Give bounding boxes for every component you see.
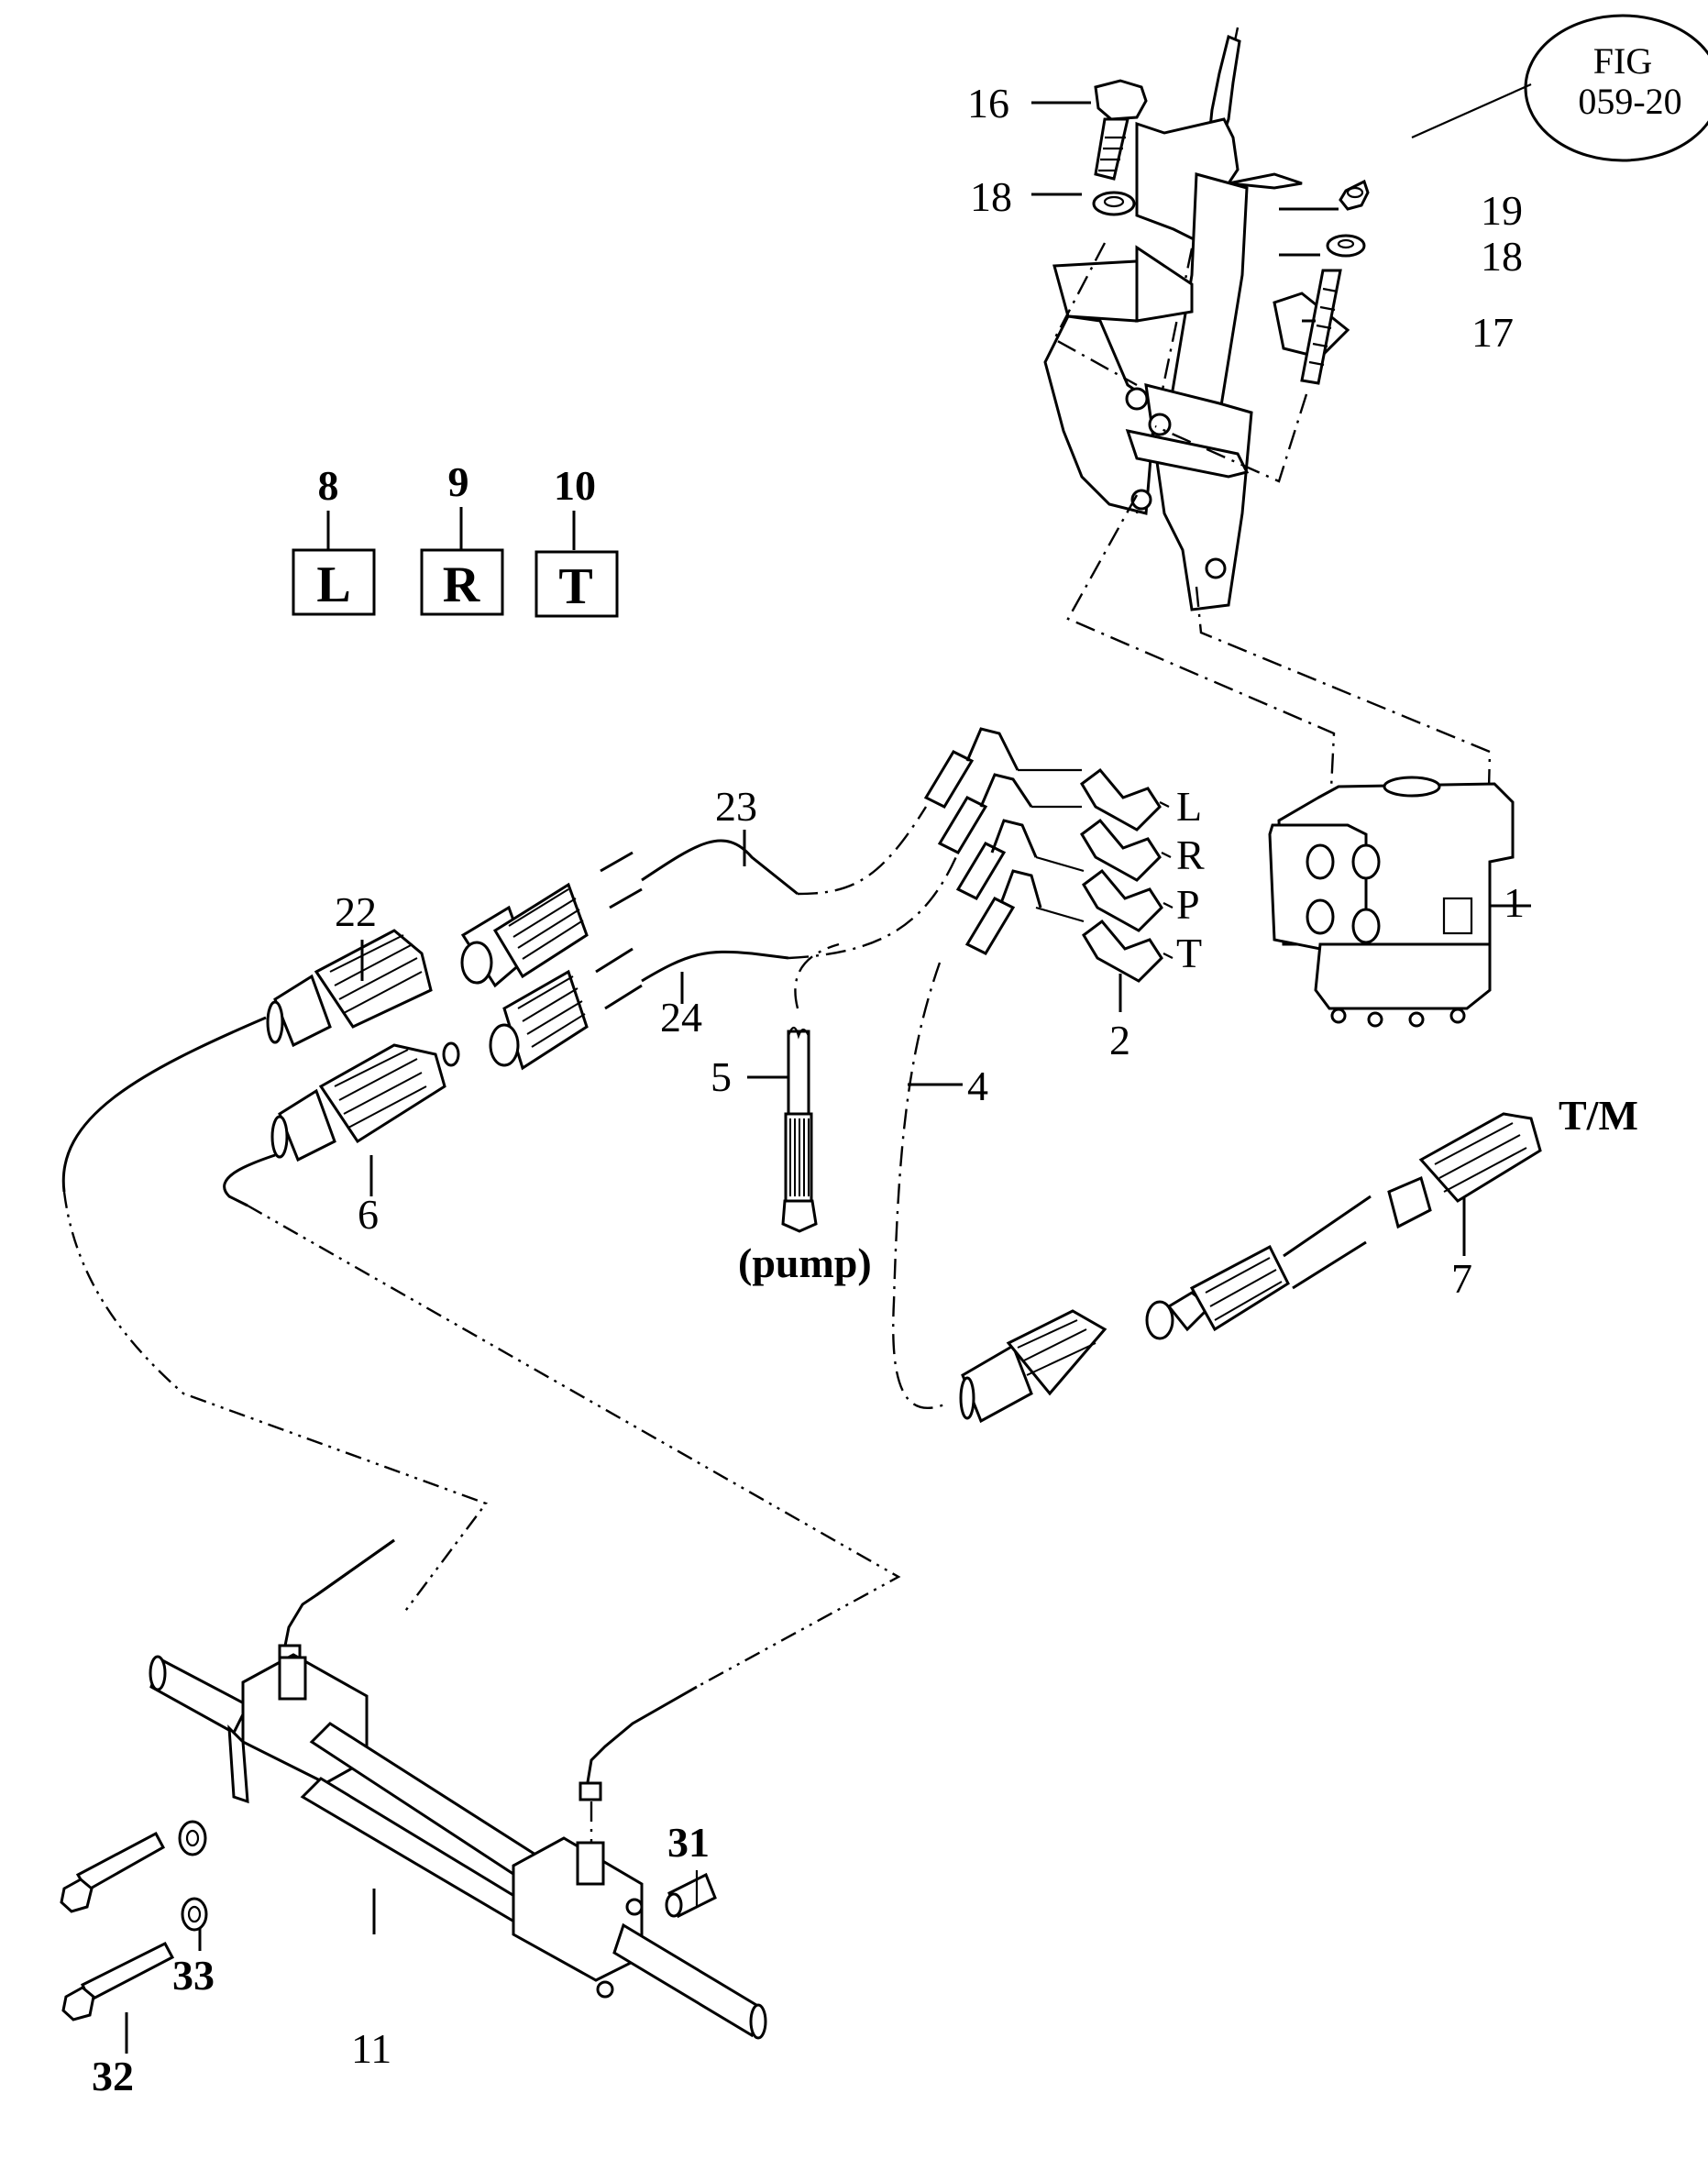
hose-24[interactable] — [489, 852, 960, 1071]
transmission-annotation: T/M — [1559, 1092, 1638, 1139]
callout-18-right[interactable]: 18 — [1481, 233, 1523, 280]
tag-letter-L: L — [316, 556, 350, 613]
figure-reference-line1: FIG — [1593, 40, 1652, 82]
callout-11[interactable]: 11 — [351, 2025, 391, 2072]
callout-10[interactable]: 10 — [554, 462, 596, 509]
steering-cylinder-11[interactable] — [149, 1653, 767, 2040]
callout-24[interactable]: 24 — [660, 994, 702, 1041]
figure-reference-line2: 059-20 — [1578, 81, 1681, 122]
steering-column — [1043, 27, 1492, 826]
callout-5[interactable]: 5 — [711, 1053, 732, 1100]
callout-18-left[interactable]: 18 — [970, 173, 1012, 220]
hose-22[interactable] — [61, 929, 488, 1614]
callout-8[interactable]: 8 — [318, 462, 339, 509]
spring-washer-18-left[interactable] — [1092, 191, 1136, 216]
adapters-2[interactable] — [1018, 767, 1163, 1008]
spring-washer-18-right[interactable] — [1326, 234, 1366, 258]
stud-17[interactable] — [1300, 269, 1342, 385]
hose-6[interactable] — [223, 1041, 901, 1689]
tag-letter-R: R — [443, 556, 480, 613]
callout-33[interactable]: 33 — [172, 1952, 215, 1999]
port-label-P: P — [1176, 881, 1200, 928]
port-label-T: T — [1176, 930, 1202, 976]
tag-letter-T: T — [558, 558, 592, 615]
hose-5[interactable] — [781, 942, 840, 1233]
adapter-L — [1018, 767, 1162, 832]
callout-22[interactable]: 22 — [335, 888, 377, 935]
callout-23[interactable]: 23 — [715, 783, 757, 830]
steering-unit-1[interactable] — [1268, 776, 1515, 1028]
hose-ends-upper — [923, 727, 1042, 955]
port-label-R: R — [1176, 832, 1205, 878]
callout-9[interactable]: 9 — [448, 458, 469, 505]
adapter-T — [1035, 906, 1163, 983]
callout-7[interactable]: 7 — [1451, 1255, 1472, 1302]
figure-reference[interactable]: FIG 059-20 — [1411, 14, 1708, 162]
cylinder-hose-left — [278, 1538, 395, 1724]
tag-8[interactable]: L — [292, 511, 376, 616]
hose-23[interactable] — [460, 806, 928, 988]
bolt-16[interactable] — [1094, 79, 1148, 181]
pin-31[interactable] — [665, 1872, 717, 1919]
callout-2[interactable]: 2 — [1109, 1017, 1130, 1063]
port-labels: L R P T — [1176, 783, 1205, 976]
callout-6[interactable]: 6 — [358, 1191, 379, 1238]
callout-32[interactable]: 32 — [92, 2053, 134, 2099]
callout-16[interactable]: 16 — [967, 80, 1009, 127]
hose-7[interactable] — [959, 1112, 1542, 1424]
callout-19[interactable]: 19 — [1481, 187, 1523, 234]
callout-17[interactable]: 17 — [1471, 309, 1514, 356]
tag-10[interactable]: T — [534, 511, 619, 618]
callouts: 1 2 4 5 6 7 8 9 10 11 16 17 18 18 19 22 … — [92, 80, 1525, 2099]
pump-annotation: (pump) — [738, 1239, 872, 1286]
callout-31[interactable]: 31 — [667, 1819, 710, 1866]
tag-9[interactable]: R — [420, 507, 504, 616]
callout-1[interactable]: 1 — [1504, 879, 1525, 926]
cylinder-bolts-32[interactable] — [60, 1831, 175, 2021]
adapter-P — [1035, 855, 1163, 932]
hose-4[interactable] — [892, 962, 950, 1409]
port-label-L: L — [1176, 783, 1202, 830]
nut-19[interactable] — [1339, 179, 1370, 211]
adapter-R — [1031, 805, 1162, 882]
cylinder-washers-33[interactable] — [178, 1820, 208, 1932]
callout-4[interactable]: 4 — [967, 1063, 988, 1109]
leader-lines — [125, 101, 1531, 2054]
